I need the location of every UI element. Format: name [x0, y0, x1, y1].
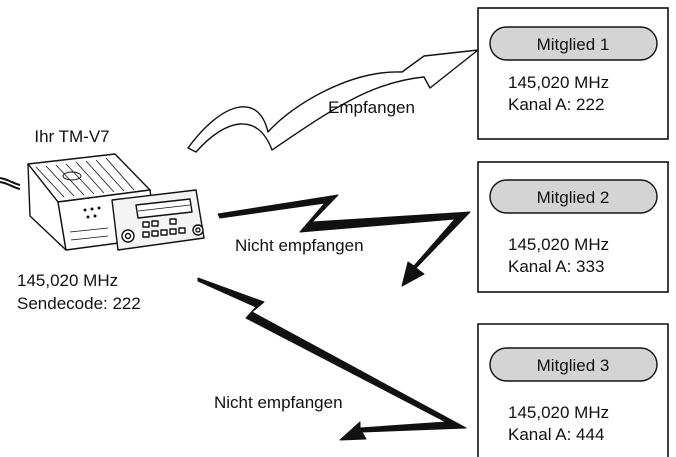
member-pill-3 [489, 347, 658, 382]
member-channel-2: Kanal A: 333 [508, 257, 604, 276]
member-name-3: Mitglied 3 [537, 356, 610, 375]
radio-title: Ihr TM-V7 [34, 127, 109, 146]
member-frequency-2: 145,020 MHz [508, 235, 609, 254]
member-channel-3: Kanal A: 444 [508, 425, 604, 444]
radio-illustration [0, 153, 205, 251]
not-received-label-2: Nicht empfangen [214, 393, 343, 412]
member-box-1: Mitglied 1 145,020 MHz Kanal A: 222 [477, 7, 669, 140]
member-box-3: Mitglied 3 145,020 MHz Kanal A: 444 [477, 323, 669, 457]
not-received-arrow-2 [197, 277, 467, 441]
member-frequency-3: 145,020 MHz [508, 403, 609, 422]
member-box-2: Mitglied 2 145,020 MHz Kanal A: 333 [477, 161, 669, 293]
received-arrow [187, 49, 479, 153]
member-channel-1: Kanal A: 222 [508, 95, 604, 114]
not-received-arrow-1 [217, 194, 471, 287]
not-received-label-1: Nicht empfangen [235, 236, 364, 255]
member-pill-2 [489, 179, 658, 214]
member-name-2: Mitglied 2 [537, 188, 610, 207]
member-name-1: Mitglied 1 [537, 35, 610, 54]
received-label: Empfangen [328, 98, 415, 117]
member-pill-1 [489, 26, 658, 61]
radio-code: Sendecode: 222 [17, 294, 141, 313]
radio-frequency: 145,020 MHz [17, 271, 118, 290]
member-frequency-1: 145,020 MHz [508, 73, 609, 92]
